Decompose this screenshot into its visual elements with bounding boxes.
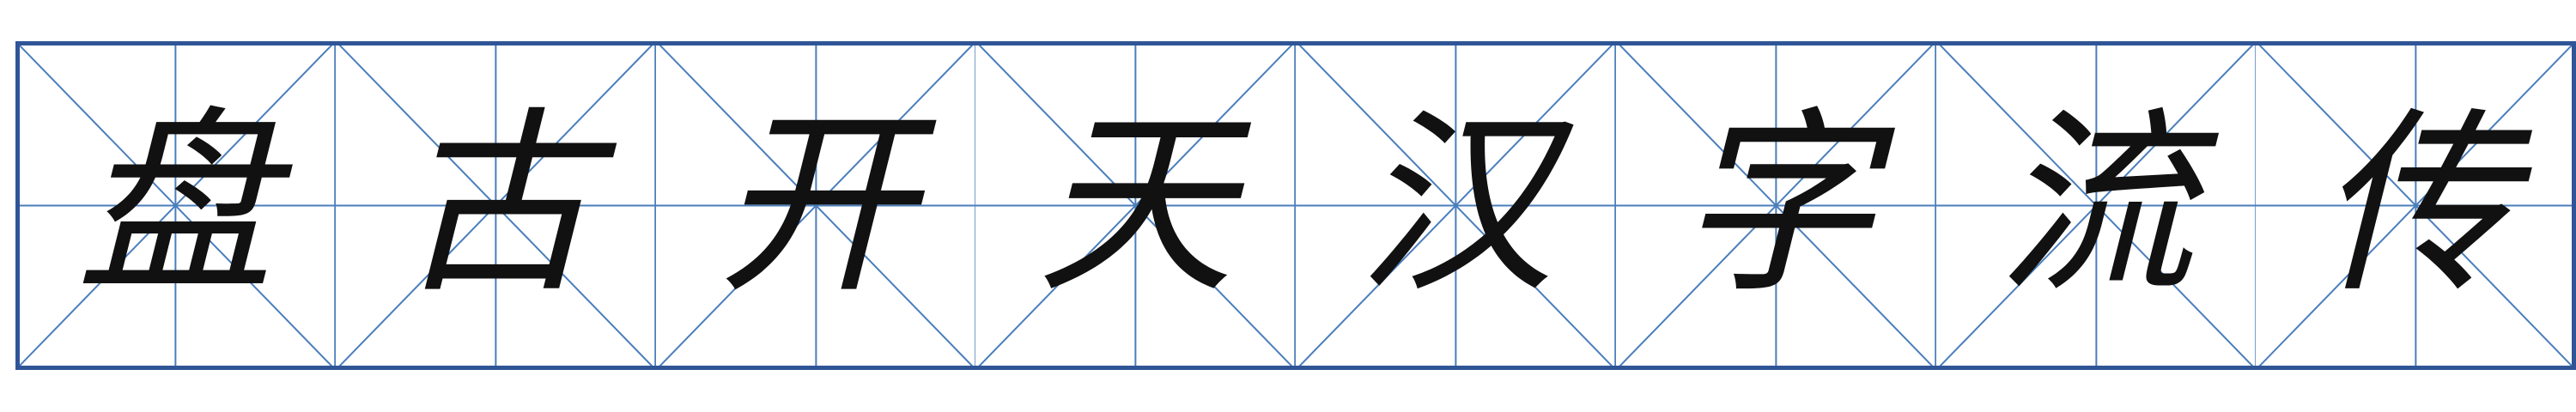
mizi-guide-lines: [335, 41, 656, 370]
grid-outer-frame: [15, 41, 2576, 370]
mizi-cell: 传: [2256, 41, 2576, 370]
mizi-guide-lines: [2256, 41, 2576, 370]
mizi-cell: 盘: [15, 41, 336, 370]
handwritten-character: 流: [1996, 90, 2195, 320]
mizi-cell: 古: [335, 41, 656, 370]
mizi-cell: 流: [1935, 41, 2257, 370]
handwritten-character: 字: [1677, 90, 1875, 320]
mizi-grid-row: 盘 古 开: [15, 41, 2576, 370]
mizi-guide-lines: [15, 41, 336, 370]
handwritten-character: 盘: [76, 90, 275, 320]
handwritten-character: 传: [2317, 90, 2515, 320]
mizi-guide-lines: [1615, 41, 1936, 370]
mizi-guide-lines: [655, 41, 976, 370]
handwritten-character: 天: [1036, 90, 1235, 320]
mizi-guide-lines: [1935, 41, 2257, 370]
mizi-cell: 字: [1615, 41, 1936, 370]
mizi-cell: 汉: [1296, 41, 1616, 370]
handwritten-character: 汉: [1357, 90, 1555, 320]
mizi-guide-lines: [975, 41, 1296, 370]
mizi-guide-lines: [1296, 41, 1616, 370]
mizi-cell: 天: [975, 41, 1296, 370]
handwritten-character: 开: [716, 90, 914, 320]
handwritten-character: 古: [397, 90, 595, 320]
mizi-cell: 开: [655, 41, 976, 370]
